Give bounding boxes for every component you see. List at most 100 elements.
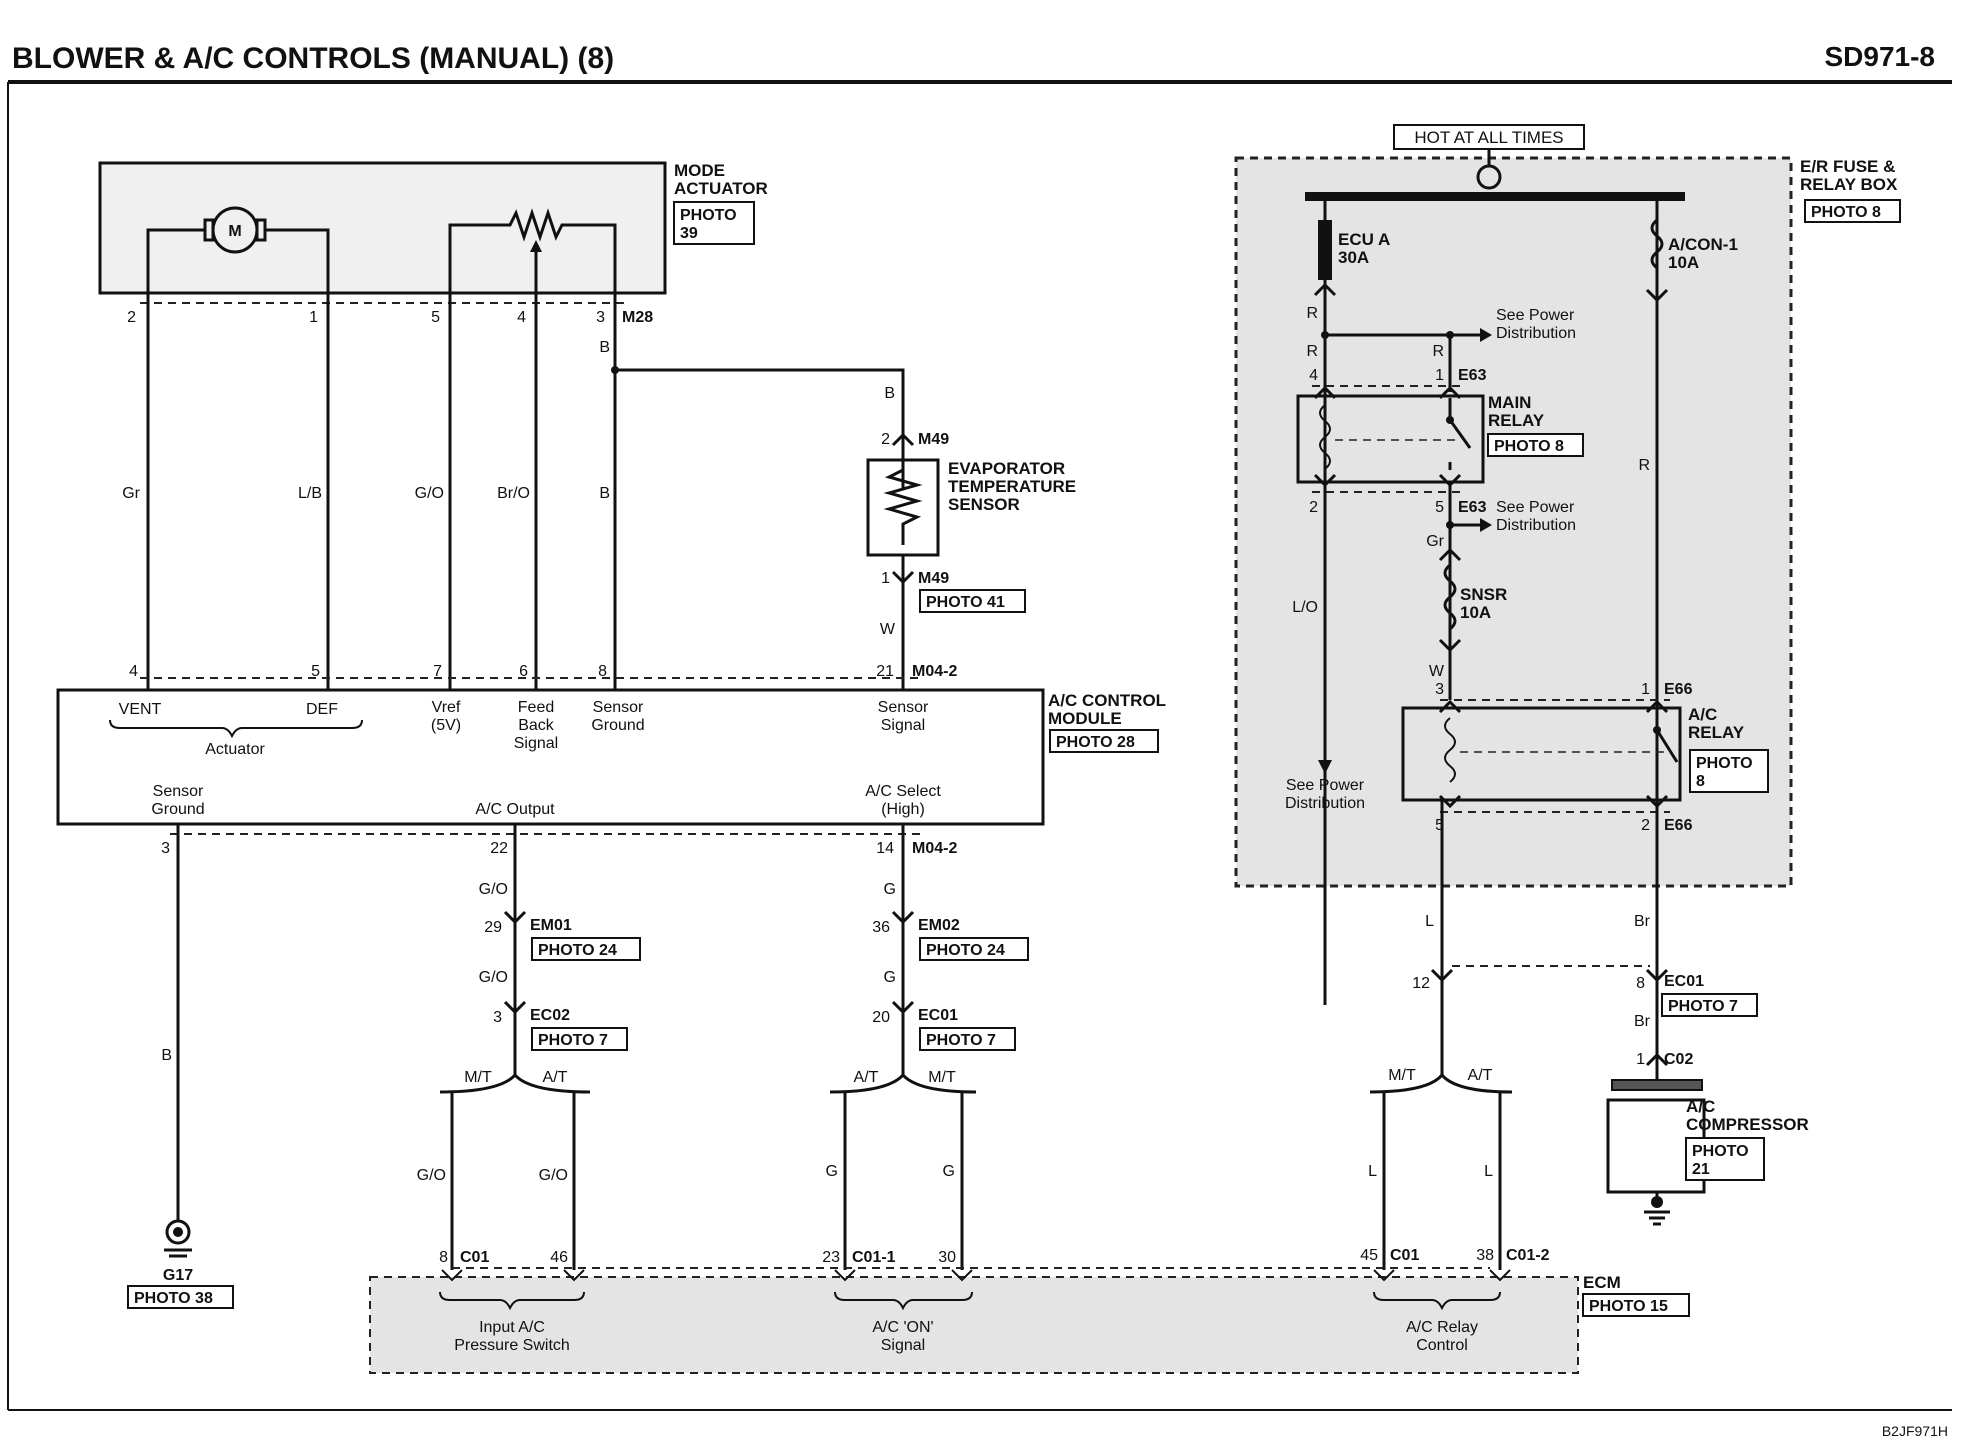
acm-pin-22: 22 bbox=[490, 840, 508, 857]
main-relay-pin-1: 1 bbox=[1435, 367, 1444, 384]
acm-pin-4: 4 bbox=[129, 663, 138, 680]
main-relay-title-2: RELAY bbox=[1488, 411, 1545, 430]
acm-sensor-ground-2: Ground bbox=[591, 717, 644, 734]
acm-pin-14: 14 bbox=[876, 840, 894, 857]
ecm-ac-relay: A/C Relay bbox=[1406, 1319, 1478, 1336]
ac-relay-title-2: RELAY bbox=[1688, 723, 1745, 742]
acm-bottom-sensor-ground-2: Ground bbox=[151, 801, 204, 818]
wire-r-2: R bbox=[1306, 343, 1318, 360]
evap-photo: PHOTO 41 bbox=[926, 594, 1005, 611]
mid-conn-c01-1: C01-1 bbox=[852, 1249, 896, 1266]
actuator-wire-labels: Gr L/B G/O Br/O B B bbox=[122, 339, 610, 502]
wire-lb: L/B bbox=[298, 485, 322, 502]
ac-relay-photo-num: 8 bbox=[1696, 773, 1705, 790]
acm-sensor-ground: Sensor bbox=[593, 699, 644, 716]
left-conn-ec02: EC02 bbox=[530, 1007, 570, 1024]
see-power-1: See Power bbox=[1496, 307, 1575, 324]
wire-w-relay: W bbox=[1429, 663, 1445, 680]
acm-ac-output: A/C Output bbox=[475, 801, 555, 818]
ac-relay-pin-2: 2 bbox=[1641, 817, 1650, 834]
wire-bro: Br/O bbox=[497, 485, 530, 502]
acm-title: A/C CONTROL bbox=[1048, 691, 1166, 710]
ac-relay-control-path: L 12 M/T A/T L L 45 C01 38 C01-2 bbox=[1360, 800, 1650, 1270]
ac-relay bbox=[1401, 706, 1682, 802]
compressor-photo: PHOTO bbox=[1692, 1143, 1749, 1160]
motor-label: M bbox=[228, 223, 241, 240]
evap-title-3: SENSOR bbox=[948, 495, 1020, 514]
mid-wire-at: G bbox=[826, 1163, 838, 1180]
left-mt: M/T bbox=[464, 1069, 492, 1086]
compressor-path: Br 8 EC01 PHOTO 7 Br 1 C02 A/C COMPRESSO… bbox=[1606, 810, 1809, 1226]
ac-control-module: 4 5 7 6 8 21 M04-2 A/C CONTROL MODULE PH… bbox=[56, 663, 1166, 857]
wire-gr: Gr bbox=[122, 485, 140, 502]
mid-photo-2: PHOTO 7 bbox=[926, 1032, 996, 1049]
evap-wire-top: B bbox=[884, 385, 895, 402]
left-at: A/T bbox=[543, 1069, 568, 1086]
mid-conn-em02: EM02 bbox=[918, 917, 960, 934]
compressor-title: A/C bbox=[1686, 1097, 1715, 1116]
comp-conn-c02: C02 bbox=[1664, 1051, 1693, 1068]
ground-icon bbox=[165, 1219, 191, 1245]
acm-pin-3: 3 bbox=[161, 840, 170, 857]
left-wire-at: G/O bbox=[539, 1167, 568, 1184]
right-pin-45: 45 bbox=[1360, 1247, 1378, 1264]
comp-pin-8: 8 bbox=[1636, 975, 1645, 992]
fuse-acon-rating: 10A bbox=[1668, 253, 1699, 272]
right-conn-c01: C01 bbox=[1390, 1247, 1419, 1264]
sensor-ground-wire bbox=[615, 368, 905, 430]
ecm-photo: PHOTO 15 bbox=[1589, 1298, 1668, 1315]
acm-ac-select-2: (High) bbox=[881, 801, 925, 818]
wire-gr-relay: Gr bbox=[1426, 533, 1444, 550]
see-power-3: See Power bbox=[1286, 777, 1365, 794]
fuse-snsr-label: SNSR bbox=[1460, 585, 1507, 604]
acm-feed: Feed bbox=[518, 699, 554, 716]
see-power-1b: Distribution bbox=[1496, 325, 1576, 342]
wire-l-relay: L bbox=[1425, 913, 1434, 930]
wire-lo: L/O bbox=[1292, 599, 1318, 616]
ecm-ac-on: A/C 'ON' bbox=[872, 1319, 933, 1336]
right-mt: M/T bbox=[1388, 1067, 1416, 1084]
acm-ac-select: A/C Select bbox=[865, 783, 941, 800]
left-photo-1: PHOTO 24 bbox=[538, 942, 617, 959]
actuator-wires bbox=[146, 300, 617, 690]
evap-pin-2: 2 bbox=[881, 431, 890, 448]
ground-wire-b: B bbox=[161, 1047, 172, 1064]
ac-relay-pin-3: 3 bbox=[1435, 681, 1444, 698]
left-photo-2: PHOTO 7 bbox=[538, 1032, 608, 1049]
acm-pin-6: 6 bbox=[519, 663, 528, 680]
left-pin-46: 46 bbox=[550, 1249, 568, 1266]
evap-pin-1: 1 bbox=[881, 570, 890, 587]
ac-relay-pin-1: 1 bbox=[1641, 681, 1650, 698]
right-wire-mt: L bbox=[1368, 1163, 1377, 1180]
fuse-ecu-a bbox=[1318, 220, 1332, 280]
wire-go: G/O bbox=[415, 485, 444, 502]
main-relay-pin-2: 2 bbox=[1309, 499, 1318, 516]
acm-def: DEF bbox=[306, 701, 338, 718]
pin-1: 1 bbox=[309, 309, 318, 326]
mid-pin-23: 23 bbox=[822, 1249, 840, 1266]
left-pin-3: 3 bbox=[493, 1009, 502, 1026]
acm-feed-3: Signal bbox=[514, 735, 558, 752]
left-conn-c01: C01 bbox=[460, 1249, 489, 1266]
acm-pin-7: 7 bbox=[433, 663, 442, 680]
wire-br-2: Br bbox=[1634, 1013, 1651, 1030]
potentiometer-icon bbox=[448, 208, 617, 300]
right-pin-12: 12 bbox=[1412, 975, 1430, 992]
hot-at-all-times: HOT AT ALL TIMES bbox=[1414, 128, 1563, 147]
mode-actuator-photo: PHOTO bbox=[680, 207, 737, 224]
mid-at: A/T bbox=[854, 1069, 879, 1086]
acm-pin-21: 21 bbox=[876, 663, 894, 680]
right-pin-38: 38 bbox=[1476, 1247, 1494, 1264]
acm-actuator: Actuator bbox=[205, 741, 265, 758]
compressor-ground-icon bbox=[1644, 1210, 1670, 1226]
see-power-2b: Distribution bbox=[1496, 517, 1576, 534]
wire-b-top: B bbox=[599, 339, 610, 356]
mid-pin-30: 30 bbox=[938, 1249, 956, 1266]
see-power-3b: Distribution bbox=[1285, 795, 1365, 812]
acm-pin-5: 5 bbox=[311, 663, 320, 680]
comp-photo-ec01: PHOTO 7 bbox=[1668, 998, 1738, 1015]
acm-bottom-sensor-ground: Sensor bbox=[153, 783, 204, 800]
left-wire-2: G/O bbox=[479, 969, 508, 986]
mid-wire-1: G bbox=[884, 881, 896, 898]
acm-sensor-signal: Sensor bbox=[878, 699, 929, 716]
